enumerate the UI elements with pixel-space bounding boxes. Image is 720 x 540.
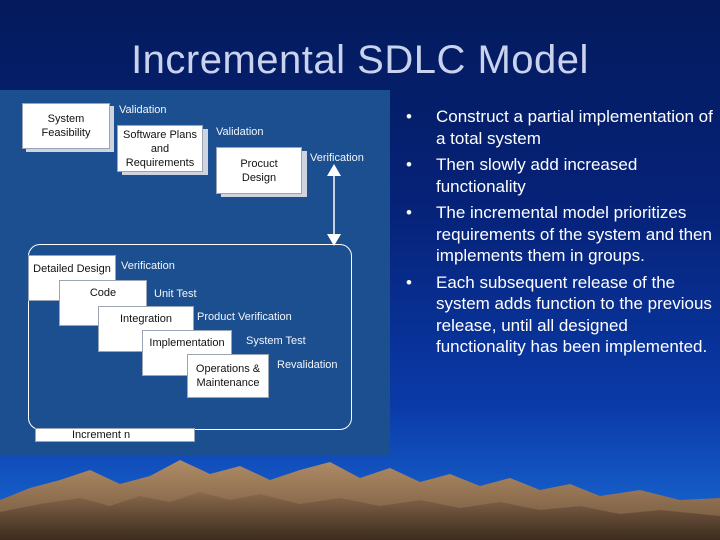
increment-n-tab: Increment n: [35, 428, 195, 442]
double-arrow-icon: [327, 164, 341, 246]
bullet-dot-icon: •: [406, 107, 412, 126]
software-plans-box: Software Plans and Requirements: [117, 125, 203, 172]
operations-maintenance-box: Operations & Maintenance: [187, 354, 269, 398]
product-verification-label: Product Verification: [197, 311, 292, 323]
bullet-item: • Each subsequent release of the system …: [406, 272, 712, 357]
revalidation-label: Revalidation: [277, 359, 338, 371]
bullet-list: • Construct a partial implementation of …: [406, 106, 716, 363]
bullet-item: • The incremental model prioritizes requ…: [406, 203, 712, 265]
product-design-box: Procuct Design: [216, 147, 302, 194]
system-test-label: System Test: [246, 335, 306, 347]
system-feasibility-box: System Feasibility: [22, 103, 110, 149]
incremental-model-diagram: System Feasibility Software Plans and Re…: [0, 90, 390, 455]
slide-title: Incremental SDLC Model: [131, 38, 589, 82]
bullet-item: • Then slowly add increased functionalit…: [406, 155, 638, 196]
bullet-dot-icon: •: [406, 155, 412, 174]
mountain-range-image: [0, 460, 720, 540]
validation-label-2: Validation: [216, 126, 264, 138]
bullet-item: • Construct a partial implementation of …: [406, 107, 713, 148]
unit-test-label: Unit Test: [154, 288, 197, 300]
bullet-dot-icon: •: [406, 203, 412, 222]
verification-label-increment: Verification: [121, 260, 175, 272]
verification-label-top: Verification: [310, 152, 364, 164]
validation-label-1: Validation: [119, 104, 167, 116]
bullet-dot-icon: •: [406, 272, 412, 292]
